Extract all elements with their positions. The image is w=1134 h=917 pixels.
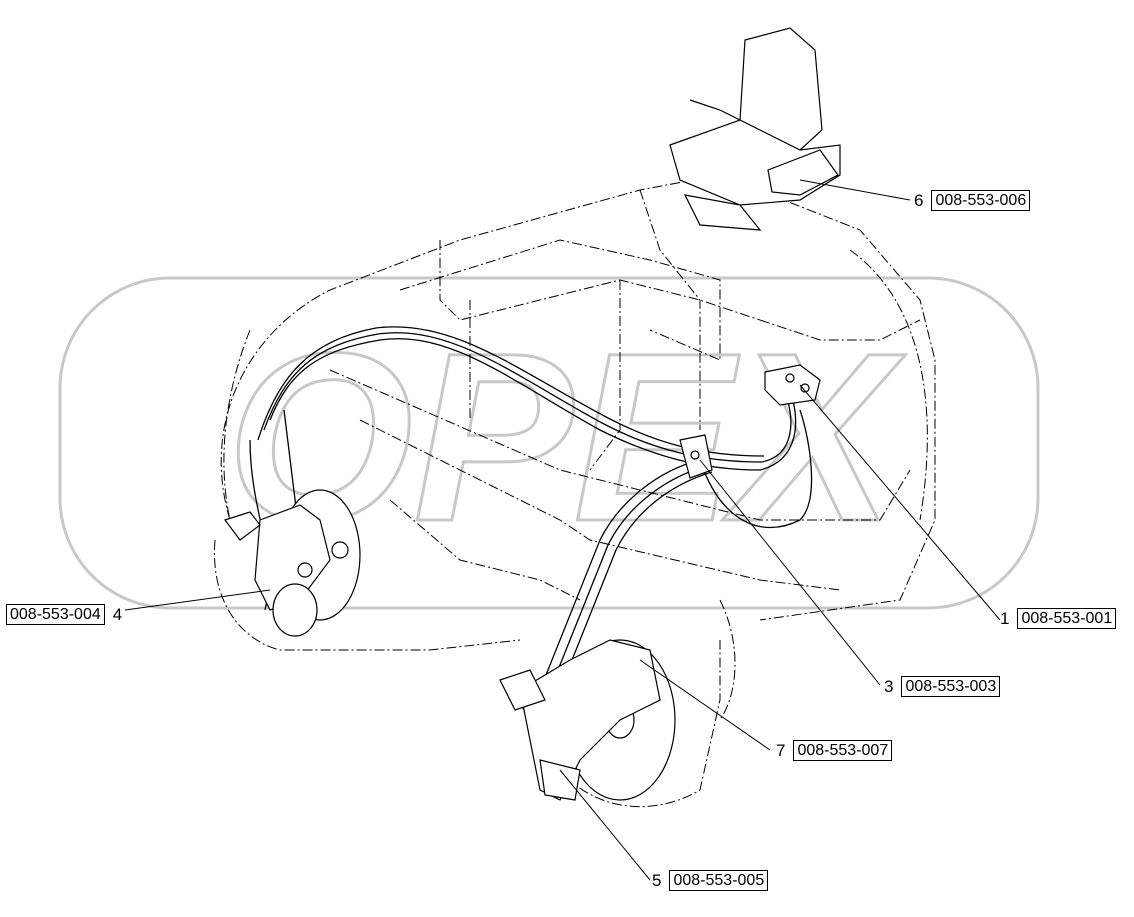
frame-outline xyxy=(213,174,936,808)
callout-3: 3 008-553-003 xyxy=(884,676,1001,697)
operator-seat xyxy=(669,27,841,231)
part-code-link[interactable]: 008-553-005 xyxy=(669,870,769,891)
callout-1: 1 008-553-001 xyxy=(1000,608,1117,629)
part-code-link[interactable]: 008-553-004 xyxy=(6,604,105,625)
callout-number: 1 xyxy=(1000,608,1010,628)
callout-number: 4 xyxy=(112,604,123,624)
callout-number: 3 xyxy=(884,676,894,696)
watermark: OPEX xyxy=(58,276,1040,610)
valve-blocks xyxy=(679,364,821,479)
part-code-link[interactable]: 008-553-006 xyxy=(931,190,1031,211)
callout-5: 5 008-553-005 xyxy=(652,870,769,891)
right-brake-assembly xyxy=(499,639,676,801)
part-code-link[interactable]: 008-553-007 xyxy=(793,740,893,761)
callout-number: 5 xyxy=(652,870,662,890)
leader-lines xyxy=(124,179,1001,881)
callout-number: 7 xyxy=(776,740,786,760)
callout-number: 6 xyxy=(914,190,924,210)
part-code-link[interactable]: 008-553-003 xyxy=(901,676,1001,697)
callout-6: 6 008-553-006 xyxy=(914,190,1031,211)
part-code-link[interactable]: 008-553-001 xyxy=(1017,608,1117,629)
callout-4: 4 008-553-004 xyxy=(6,604,122,625)
callout-7: 7 008-553-007 xyxy=(776,740,893,761)
left-brake-assembly xyxy=(224,489,361,637)
